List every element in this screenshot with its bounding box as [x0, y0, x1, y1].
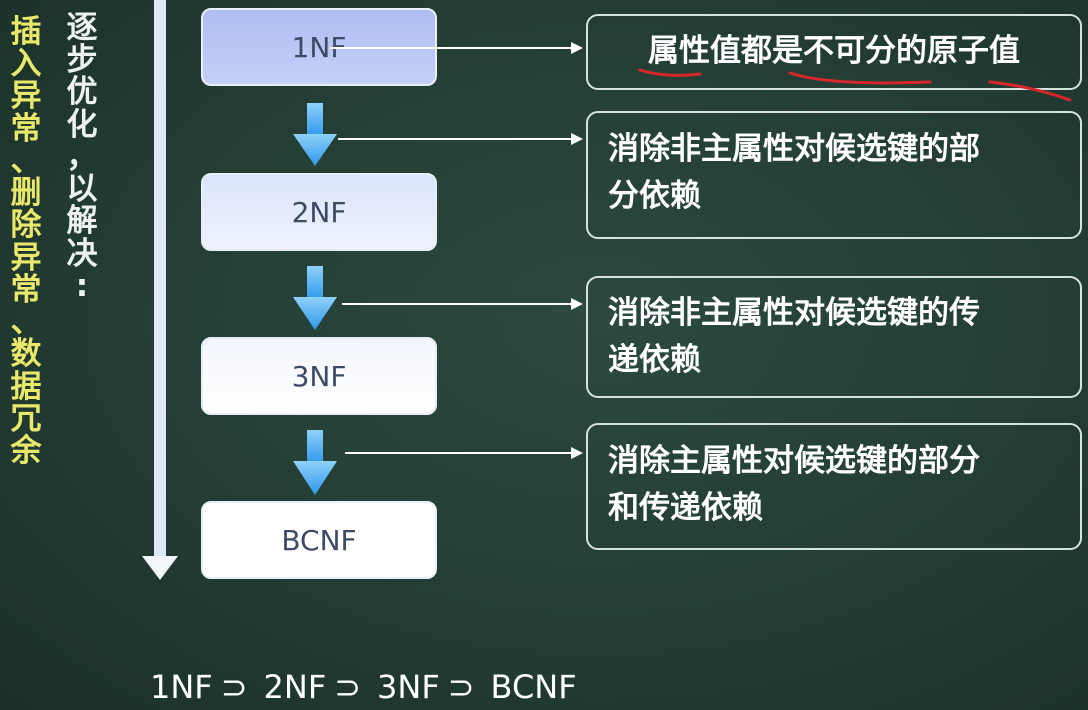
desc-box-3nf: 消除非主属性对候选键的传 递依赖 — [586, 276, 1082, 398]
connector-arrow-3 — [342, 298, 583, 310]
progression-arrow — [142, 0, 178, 580]
side-label-anomalies: 插 入 异 常 、 删 除 异 常 、 数 据 冗 余 — [4, 14, 48, 470]
desc-box-1nf: 属性值都是不可分的原子值 — [586, 14, 1082, 90]
side-char: 插 — [10, 14, 42, 50]
side-char: 异 — [10, 239, 42, 276]
side-char: 逐 — [66, 10, 98, 46]
side-char: 常 — [10, 110, 42, 147]
side-char: 余 — [10, 433, 42, 470]
progression-arrow-head — [142, 556, 178, 580]
desc-text: 属性值都是不可分的原子值 — [648, 33, 1020, 69]
nf-box-3nf: 3NF — [201, 337, 437, 415]
side-char: 常 — [10, 271, 42, 308]
side-char: 入 — [10, 46, 42, 83]
desc-box-2nf: 消除非主属性对候选键的部 分依赖 — [586, 111, 1082, 239]
side-char: 、 — [10, 142, 42, 179]
step-arrow-2 — [293, 266, 337, 330]
superset-symbol: ⊃ — [447, 668, 475, 706]
side-char: 化 — [66, 106, 98, 143]
step-arrow-3 — [293, 430, 337, 495]
side-char: 异 — [10, 78, 42, 115]
nf-label: 3NF — [291, 359, 347, 393]
superset-symbol: ⊃ — [334, 668, 362, 706]
connector-arrow-2 — [338, 133, 583, 145]
connector-arrow-4 — [345, 447, 583, 459]
step-arrow-1 — [293, 103, 337, 166]
side-char: 以 — [66, 171, 98, 208]
side-char: : — [75, 267, 89, 304]
nf-label: 2NF — [291, 195, 347, 229]
desc-line: 分依赖 — [608, 178, 701, 215]
side-char: ， — [66, 138, 98, 175]
side-char: 冗 — [10, 400, 42, 437]
desc-line: 消除非主属性对候选键的部 — [608, 131, 980, 167]
desc-line: 消除非主属性对候选键的传 — [608, 295, 980, 331]
desc-box-bcnf: 消除主属性对候选键的部分 和传递依赖 — [586, 423, 1082, 550]
nf-box-bcnf: BCNF — [201, 501, 437, 579]
nf-box-2nf: 2NF — [201, 173, 437, 251]
nf-box-1nf: 1NF — [201, 8, 437, 86]
chain-bcnf: BCNF — [490, 668, 577, 706]
desc-line: 和传递依赖 — [608, 490, 763, 527]
chain-2nf: 2NF — [263, 668, 327, 706]
nf-label: 1NF — [291, 30, 347, 64]
nf-label: BCNF — [281, 523, 357, 557]
side-char: 决 — [66, 235, 98, 272]
side-char: 数 — [10, 336, 42, 373]
progression-arrow-shaft — [154, 0, 166, 560]
superset-symbol: ⊃ — [220, 668, 248, 706]
side-char: 除 — [10, 207, 42, 244]
desc-line: 消除主属性对候选键的部分 — [608, 443, 980, 479]
side-char: 、 — [10, 304, 42, 341]
side-char: 步 — [66, 42, 98, 79]
side-char: 解 — [66, 203, 98, 240]
side-char: 据 — [10, 368, 42, 405]
side-char: 优 — [66, 74, 98, 111]
side-label-optimize: 逐 步 优 化 ， 以 解 决 : — [60, 12, 104, 302]
chain-1nf: 1NF — [150, 668, 213, 706]
chain-3nf: 3NF — [377, 668, 440, 706]
desc-line: 递依赖 — [608, 342, 701, 379]
containment-chain: 1NF⊃2NF⊃3NF⊃BCNF — [150, 668, 577, 706]
side-char: 删 — [10, 175, 42, 212]
